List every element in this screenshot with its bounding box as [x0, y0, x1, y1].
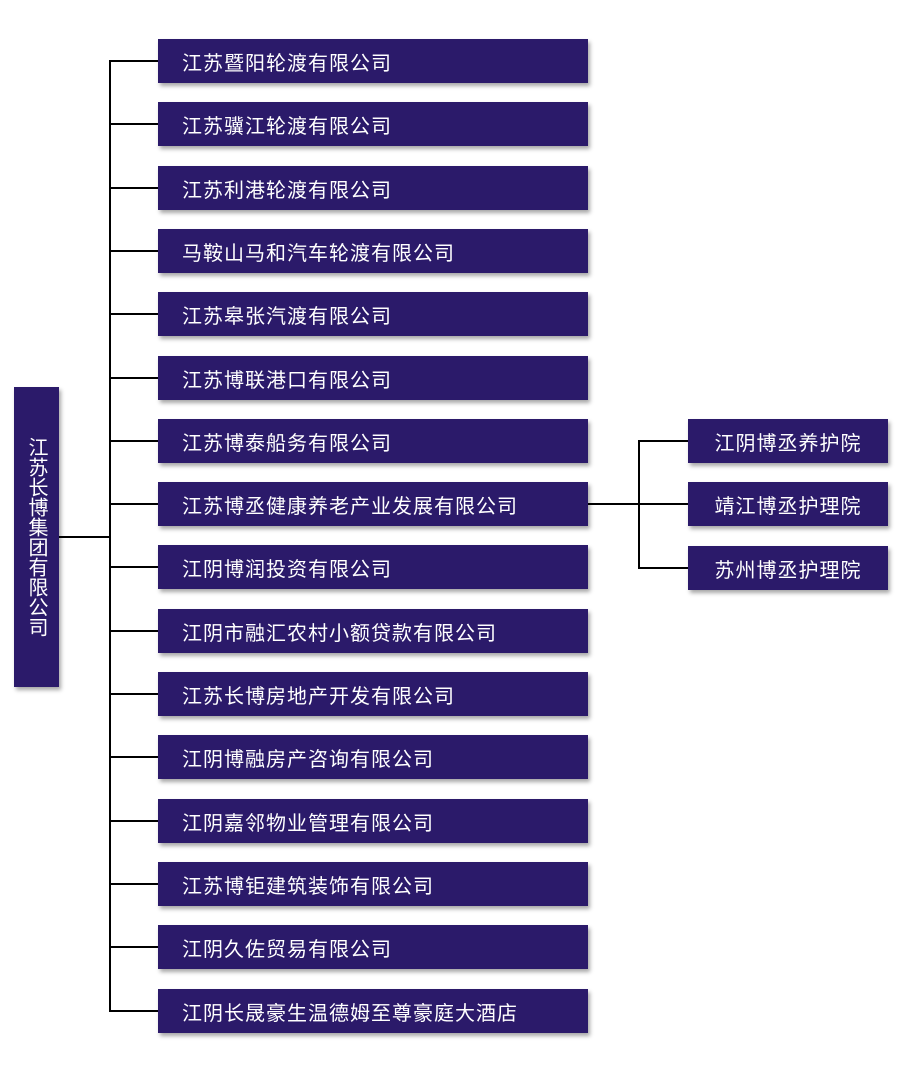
subsidiary-box: 江苏长博房地产开发有限公司 — [158, 672, 588, 716]
connector-branch — [110, 440, 158, 442]
subsidiary-box: 江苏博联港口有限公司 — [158, 356, 588, 400]
care-facility-box: 苏州博丞护理院 — [688, 546, 888, 590]
connector-branch — [110, 566, 158, 568]
care-facility-box: 江阴博丞养护院 — [688, 419, 888, 463]
connector-branch — [110, 820, 158, 822]
connector-branch — [110, 946, 158, 948]
connector-branch — [110, 1010, 158, 1012]
connector-branch — [110, 630, 158, 632]
subsidiary-box: 江阴长晟豪生温德姆至尊豪庭大酒店 — [158, 989, 588, 1033]
connector-root — [59, 536, 110, 538]
connector-to-sub-trunk — [588, 503, 639, 505]
connector-branch — [110, 123, 158, 125]
care-facility-box: 靖江博丞护理院 — [688, 482, 888, 526]
connector-branch — [110, 377, 158, 379]
subsidiary-box: 江苏暨阳轮渡有限公司 — [158, 39, 588, 83]
subsidiary-box: 江阴博润投资有限公司 — [158, 545, 588, 589]
connector-sub-branch — [639, 440, 688, 442]
connector-branch — [110, 250, 158, 252]
subsidiary-box: 江阴久佐贸易有限公司 — [158, 925, 588, 969]
root-company-box: 江苏长博集团有限公司 — [14, 387, 59, 687]
connector-branch — [110, 756, 158, 758]
connector-branch — [110, 187, 158, 189]
connector-sub-trunk — [638, 440, 640, 569]
subsidiary-box: 江阴嘉邻物业管理有限公司 — [158, 799, 588, 843]
connector-branch — [110, 503, 158, 505]
subsidiary-box: 江苏骥江轮渡有限公司 — [158, 102, 588, 146]
subsidiary-box: 江苏皋张汽渡有限公司 — [158, 292, 588, 336]
connector-branch — [110, 313, 158, 315]
subsidiary-box: 江阴博融房产咨询有限公司 — [158, 735, 588, 779]
connector-sub-branch — [639, 567, 688, 569]
connector-branch — [110, 693, 158, 695]
connector-sub-branch — [639, 503, 688, 505]
subsidiary-box: 江苏博丞健康养老产业发展有限公司 — [158, 482, 588, 526]
subsidiary-box: 江苏利港轮渡有限公司 — [158, 166, 588, 210]
subsidiary-box: 马鞍山马和汽车轮渡有限公司 — [158, 229, 588, 273]
connector-trunk — [109, 60, 111, 1012]
connector-branch — [110, 60, 158, 62]
subsidiary-box: 江苏博钜建筑装饰有限公司 — [158, 862, 588, 906]
subsidiary-box: 江阴市融汇农村小额贷款有限公司 — [158, 609, 588, 653]
connector-branch — [110, 883, 158, 885]
subsidiary-box: 江苏博泰船务有限公司 — [158, 419, 588, 463]
